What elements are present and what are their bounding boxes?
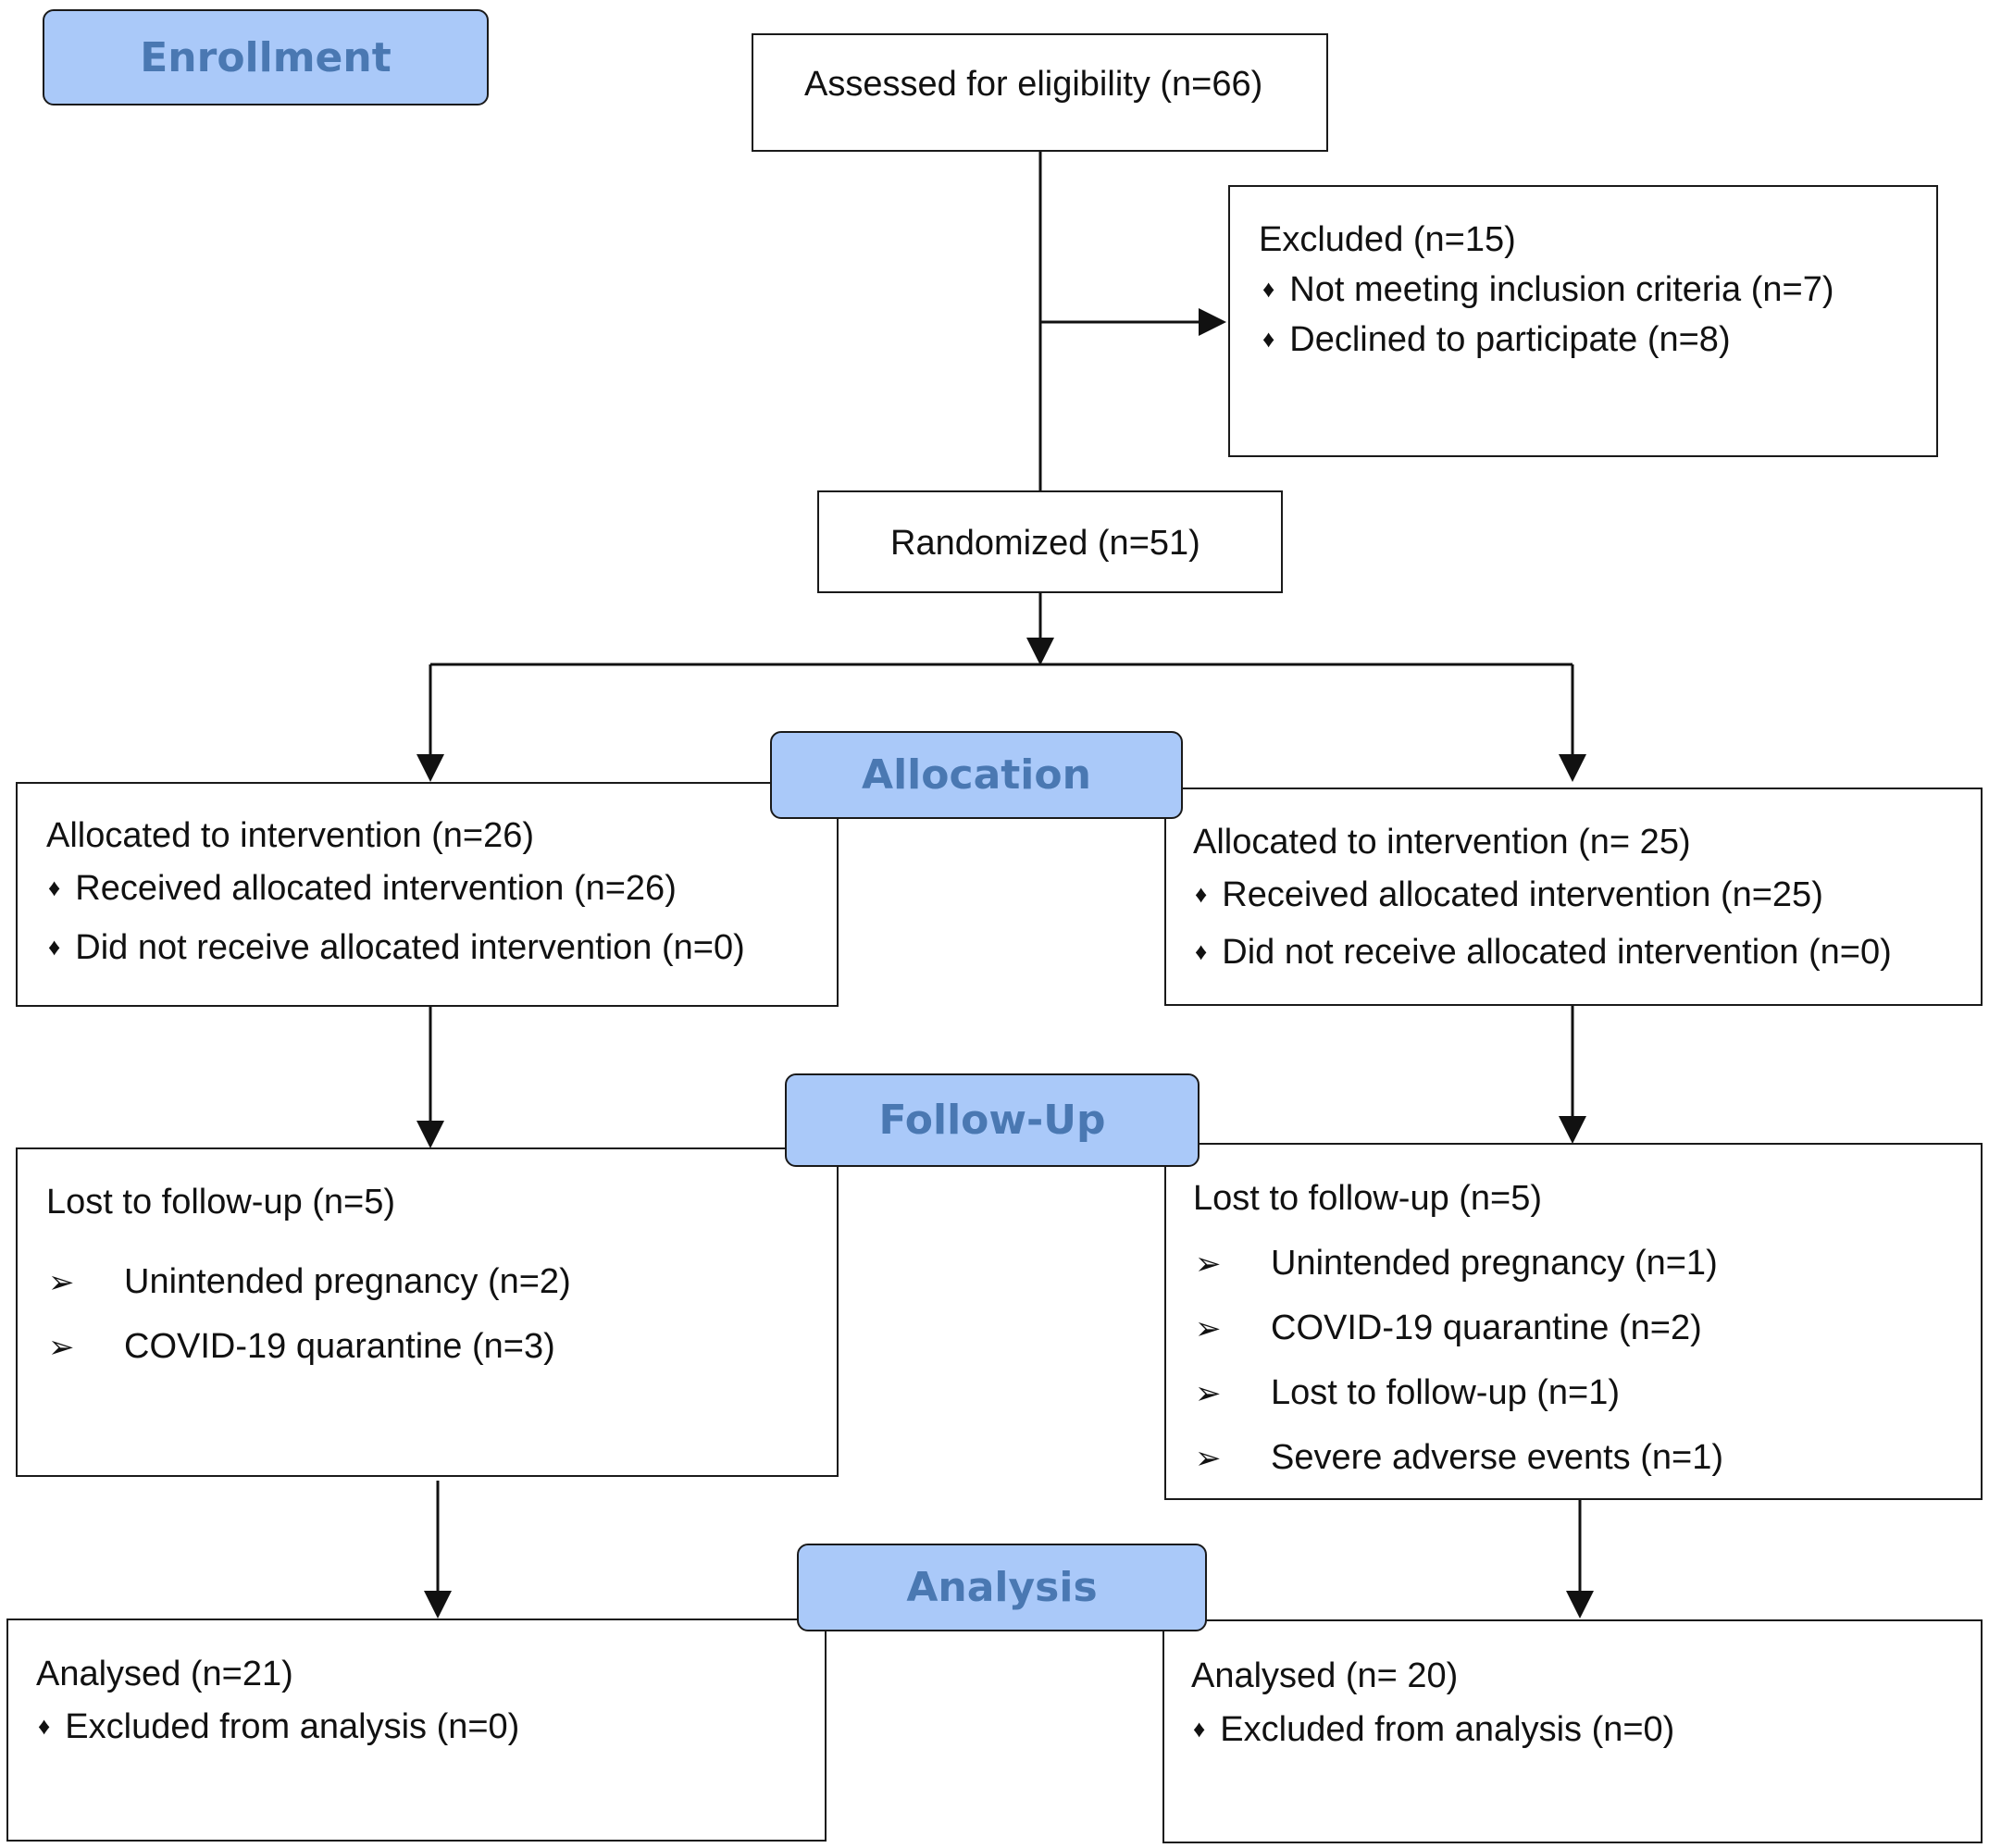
followup-right-box: Lost to follow-up (n=5) ➢Unintended preg… [1164,1143,1983,1500]
allocation-left-title: Allocated to intervention (n=26) [46,816,535,855]
arrowhead-bullet-icon: ➢ [1195,1441,1222,1476]
followup-right-title: Lost to follow-up (n=5) [1193,1179,1543,1218]
followup-right-item: ➢Unintended pregnancy (n=1) [1195,1244,1718,1283]
excluded-item: ♦Declined to participate (n=8) [1262,320,1731,359]
randomized-box: Randomized (n=51) [817,490,1283,593]
arrowhead-bullet-icon: ➢ [48,1265,75,1300]
excluded-item: ♦Not meeting inclusion criteria (n=7) [1262,270,1834,309]
arrowhead-bullet-icon: ➢ [48,1330,75,1365]
stage-label-enrollment: Enrollment [43,9,489,105]
allocation-right-item: ♦Did not receive allocated intervention … [1195,933,1892,972]
randomized-text: Randomized (n=51) [890,524,1200,563]
diamond-bullet-icon: ♦ [48,932,61,961]
allocation-right-box: Allocated to intervention (n= 25) ♦Recei… [1164,788,1983,1006]
allocation-left-box: Allocated to intervention (n=26) ♦Receiv… [16,782,839,1007]
allocation-left-item: ♦Did not receive allocated intervention … [48,928,745,967]
followup-left-item: ➢Unintended pregnancy (n=2) [48,1262,571,1301]
excluded-box: Excluded (n=15) ♦Not meeting inclusion c… [1228,185,1938,457]
diamond-bullet-icon: ♦ [1195,936,1208,965]
analysis-left-box: Analysed (n=21) ♦Excluded from analysis … [6,1619,827,1842]
diamond-bullet-icon: ♦ [1193,1714,1206,1743]
arrowhead-bullet-icon: ➢ [1195,1246,1222,1282]
diamond-bullet-icon: ♦ [48,873,61,901]
followup-right-item: ➢Severe adverse events (n=1) [1195,1438,1723,1477]
allocation-left-item: ♦Received allocated intervention (n=26) [48,869,677,908]
assessed-text: Assessed for eligibility (n=66) [804,65,1263,104]
diamond-bullet-icon: ♦ [38,1711,51,1740]
diamond-bullet-icon: ♦ [1262,324,1275,353]
followup-right-item: ➢COVID-19 quarantine (n=2) [1195,1308,1702,1347]
analysis-right-title: Analysed (n= 20) [1191,1656,1459,1695]
allocation-right-title: Allocated to intervention (n= 25) [1193,823,1691,862]
assessed-box: Assessed for eligibility (n=66) [752,33,1328,152]
followup-left-item: ➢COVID-19 quarantine (n=3) [48,1327,555,1366]
followup-left-box: Lost to follow-up (n=5) ➢Unintended preg… [16,1147,839,1477]
diamond-bullet-icon: ♦ [1262,274,1275,303]
stage-label-followup: Follow-Up [785,1073,1200,1167]
diamond-bullet-icon: ♦ [1195,879,1208,908]
analysis-left-item: ♦Excluded from analysis (n=0) [38,1707,520,1746]
arrowhead-bullet-icon: ➢ [1195,1376,1222,1411]
analysis-right-item: ♦Excluded from analysis (n=0) [1193,1710,1675,1749]
allocation-right-item: ♦Received allocated intervention (n=25) [1195,875,1823,914]
stage-label-allocation: Allocation [770,731,1183,819]
excluded-title: Excluded (n=15) [1259,220,1516,259]
stage-label-analysis: Analysis [797,1544,1207,1631]
followup-left-title: Lost to follow-up (n=5) [46,1183,396,1222]
analysis-right-box: Analysed (n= 20) ♦Excluded from analysis… [1162,1619,1983,1843]
followup-right-item: ➢Lost to follow-up (n=1) [1195,1373,1621,1412]
analysis-left-title: Analysed (n=21) [36,1655,293,1693]
arrowhead-bullet-icon: ➢ [1195,1311,1222,1346]
